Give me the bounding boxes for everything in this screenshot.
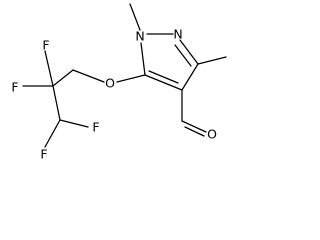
bond-c4-c5-double <box>148 70 179 84</box>
atom-f-bottom: F <box>40 147 47 162</box>
atom-f-upper: F <box>42 38 49 53</box>
bond-ch2-cf2 <box>52 69 74 87</box>
bond-cf2-f1 <box>44 50 54 87</box>
bond-chf2-f3 <box>59 119 89 128</box>
bond-n2-c3 <box>179 39 199 65</box>
bond-c5-n1 <box>140 42 146 76</box>
bond-cho-o <box>181 120 207 133</box>
bond-chf2-f4 <box>44 119 61 148</box>
atom-labels: N N O O F F F F <box>11 27 217 162</box>
atom-n1: N <box>135 29 144 44</box>
bond-c4-c5 <box>144 74 183 91</box>
atom-f-left: F <box>11 80 18 95</box>
bond-c3-methyl <box>197 56 227 65</box>
atom-f-right: F <box>92 120 99 135</box>
bonds <box>22 3 227 148</box>
bond-c5-o <box>116 74 146 83</box>
atom-n2: N <box>173 27 182 42</box>
molecule-structure: N N O O F F F F <box>11 3 227 162</box>
bond-n1-methyl <box>129 3 141 31</box>
bond-cf2-chf2 <box>52 85 61 121</box>
atom-o-ether: O <box>105 76 115 91</box>
bond-cho-o-double <box>184 126 205 137</box>
bond-c3-c4 <box>181 63 199 91</box>
bond-o-ch2 <box>72 69 105 83</box>
atom-o-aldehyde: O <box>207 127 217 142</box>
bond-n2-c3-double <box>174 44 192 67</box>
